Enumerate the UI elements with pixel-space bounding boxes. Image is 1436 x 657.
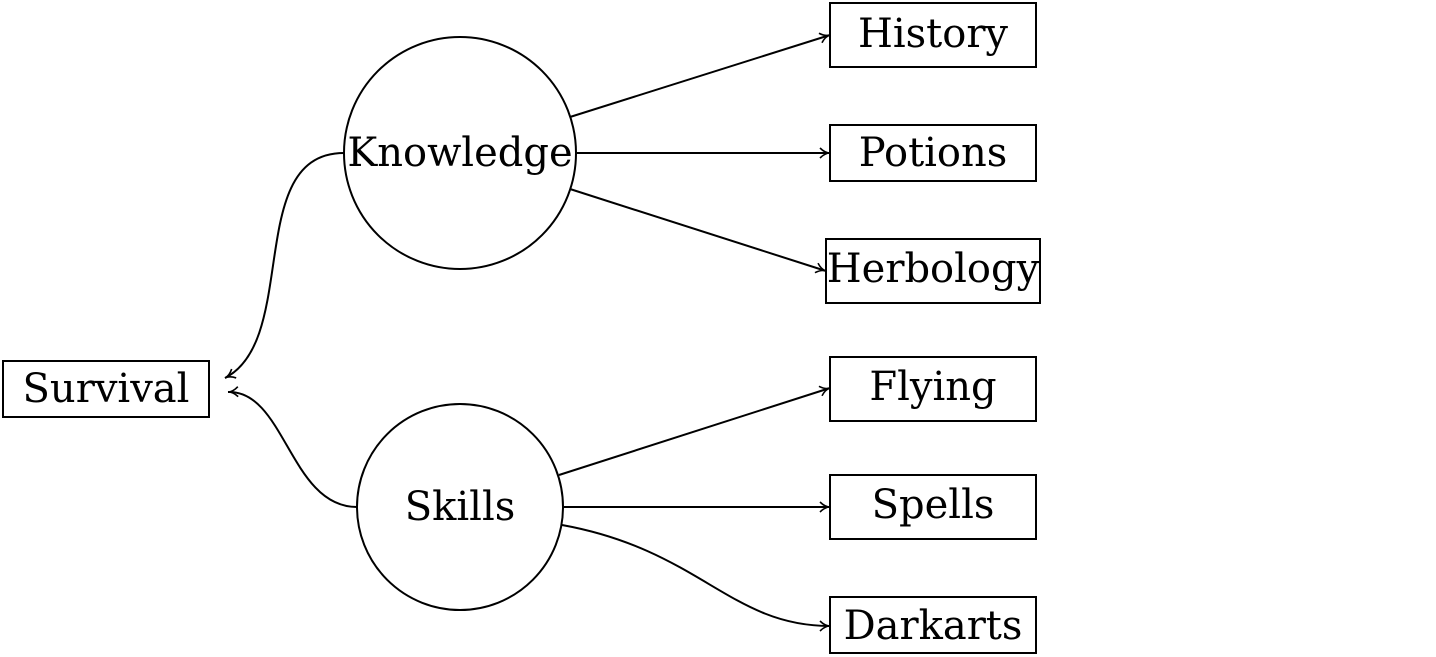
node-history: History	[829, 2, 1037, 68]
node-darkarts-box	[829, 596, 1037, 654]
node-survival-label: Survival	[23, 366, 190, 412]
node-herbology-box	[825, 238, 1041, 304]
node-potions-label: Potions	[859, 130, 1008, 176]
node-history-label: History	[858, 11, 1008, 57]
node-knowledge-circle	[343, 36, 577, 270]
node-skills: Skills	[356, 403, 564, 611]
node-flying: Flying	[829, 356, 1037, 422]
node-knowledge: Knowledge	[343, 36, 577, 270]
edge-knowledge-to-herbology	[569, 188, 827, 274]
edge-skills-to-survival	[227, 386, 358, 508]
node-potions-box	[829, 124, 1037, 182]
node-flying-label: Flying	[869, 364, 996, 410]
node-survival: Survival	[2, 360, 210, 418]
edge-skills-to-flying	[558, 385, 831, 476]
node-skills-circle	[356, 403, 564, 611]
node-spells-box	[829, 474, 1037, 540]
node-darkarts: Darkarts	[829, 596, 1037, 654]
edge-knowledge-to-survival	[224, 152, 345, 379]
node-spells: Spells	[829, 474, 1037, 540]
node-darkarts-label: Darkarts	[844, 603, 1023, 649]
node-potions: Potions	[829, 124, 1037, 182]
node-spells-label: Spells	[872, 482, 995, 528]
edge-skills-to-darkarts	[561, 524, 831, 632]
node-survival-box	[2, 360, 210, 418]
node-herbology: Herbology	[825, 238, 1041, 304]
node-skills-label: Skills	[405, 484, 516, 530]
edge-knowledge-to-history	[569, 32, 831, 118]
node-history-box	[829, 2, 1037, 68]
node-knowledge-label: Knowledge	[347, 130, 572, 176]
node-flying-box	[829, 356, 1037, 422]
node-herbology-label: Herbology	[827, 246, 1040, 292]
